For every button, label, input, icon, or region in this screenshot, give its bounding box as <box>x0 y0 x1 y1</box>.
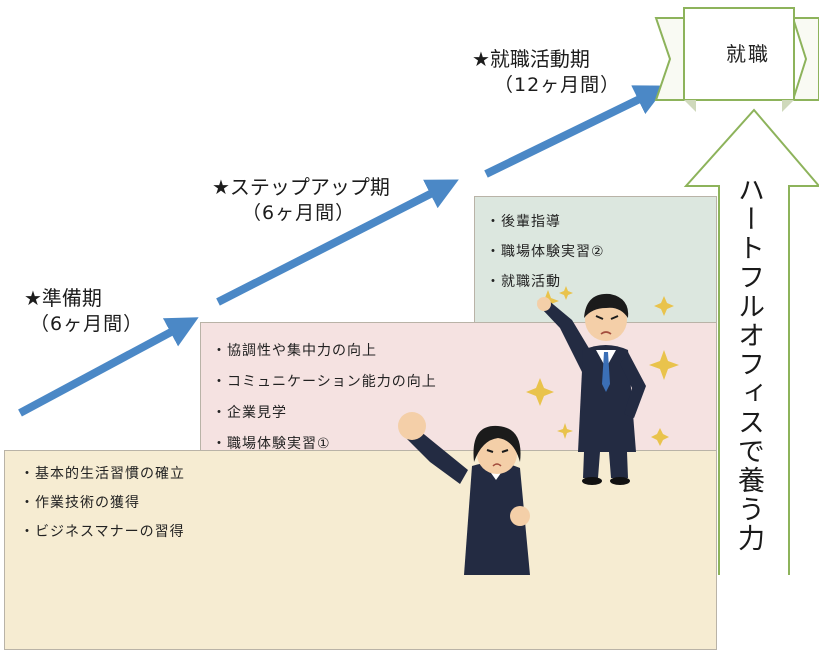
list-item: ・後輩指導 <box>486 214 561 230</box>
phase-duration: （6ヶ月間） <box>30 313 144 335</box>
phase-title: ★就職活動期 <box>472 47 590 71</box>
phase-label-step-up: ★ステップアップ期 （6ヶ月間） <box>212 174 390 226</box>
up-arrow-icon <box>683 108 819 575</box>
phase-duration: （6ヶ月間） <box>242 202 356 224</box>
step-2-item-list: ・協調性や集中力の向上 ・コミュニケーション能力の向上 ・企業見学 ・職場体験実… <box>212 336 437 460</box>
step-1-item-list: ・基本的生活習慣の確立 ・作業技術の獲得 ・ビジネスマナーの習得 <box>20 460 185 547</box>
goal-label: 就職 <box>726 42 770 66</box>
list-item: ・基本的生活習慣の確立 <box>20 466 185 482</box>
woman-cheering-illustration <box>398 412 530 575</box>
list-item: ・職場体験実習① <box>212 436 331 452</box>
phase-label-job-hunting: ★就職活動期 （12ヶ月間） <box>472 46 620 98</box>
vertical-caption: ハートフルオフィスで養う力 <box>733 176 764 553</box>
progress-arrow-1 <box>18 317 199 417</box>
progress-arrow-3 <box>484 85 667 178</box>
diagram-artwork <box>18 7 819 575</box>
man-pointing-illustration <box>537 293 646 485</box>
phase-title: ★ステップアップ期 <box>212 175 390 199</box>
phase-title: ★準備期 <box>24 286 102 310</box>
phase-duration: （12ヶ月間） <box>494 74 621 96</box>
goal-ribbon-icon <box>654 7 819 112</box>
list-item: ・コミュニケーション能力の向上 <box>212 374 437 390</box>
list-item: ・職場体験実習② <box>486 244 605 260</box>
list-item: ・作業技術の獲得 <box>20 495 140 511</box>
list-item: ・協調性や集中力の向上 <box>212 343 377 359</box>
list-item: ・就職活動 <box>486 274 561 290</box>
step-3-item-list: ・後輩指導 ・職場体験実習② ・就職活動 <box>486 207 605 297</box>
phase-label-preparation: ★準備期 （6ヶ月間） <box>24 285 143 337</box>
list-item: ・ビジネスマナーの習得 <box>20 524 185 540</box>
list-item: ・企業見学 <box>212 405 287 421</box>
progress-arrow-2 <box>216 179 459 306</box>
